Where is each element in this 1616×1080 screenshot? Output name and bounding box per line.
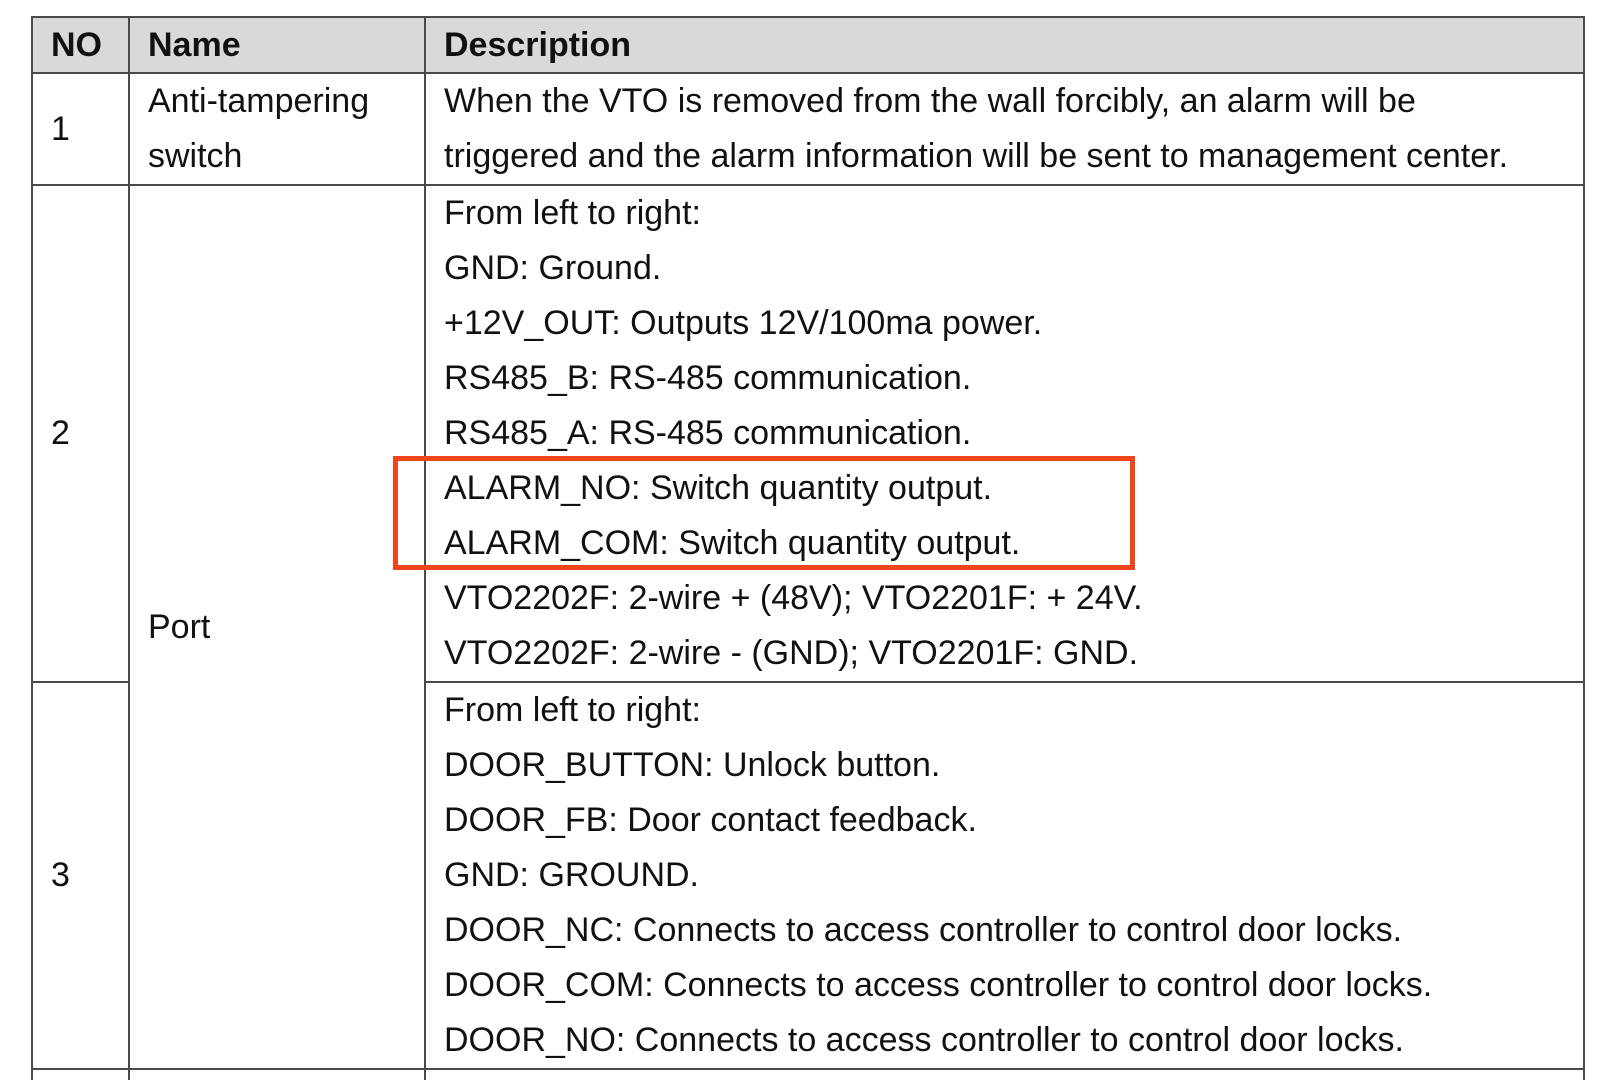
row-number: 2 — [31, 184, 130, 683]
description-line: triggered and the alarm information will… — [444, 137, 1509, 175]
port-description-table: NO Name Description 1 Anti-tampering swi… — [31, 16, 1585, 1080]
description-line: DOOR_BUTTON: Unlock button. — [444, 746, 941, 784]
row-name-label: Port — [148, 607, 211, 646]
header-no: NO — [31, 16, 130, 74]
row-description: When the VTO is removed from the wall fo… — [424, 72, 1585, 186]
description-line: ALARM_NO: Switch quantity output. — [444, 469, 993, 507]
table-row: 2 Port From left to right: GND: Ground. … — [31, 184, 1585, 1070]
partial-cell — [128, 1068, 426, 1080]
description-line: VTO2202F: 2-wire - (GND); VTO2201F: GND. — [444, 634, 1139, 672]
row-name-port: Port — [128, 184, 426, 1070]
description-line: From left to right: — [444, 691, 701, 729]
description-line: ALARM_COM: Switch quantity output. — [444, 524, 1021, 562]
description-line: DOOR_COM: Connects to access controller … — [444, 966, 1433, 1004]
row-description: From left to right: DOOR_BUTTON: Unlock … — [424, 681, 1585, 1070]
row-name-line: switch — [148, 137, 243, 175]
description-line: When the VTO is removed from the wall fo… — [444, 82, 1416, 120]
description-line: RS485_A: RS-485 communication. — [444, 414, 972, 452]
header-description: Description — [424, 16, 1585, 74]
table-row: 3 From left to right: DOOR_BUTTON: Unloc… — [31, 681, 1585, 1070]
header-name: Name — [128, 16, 426, 74]
row-description: From left to right: GND: Ground. +12V_OU… — [424, 184, 1585, 683]
row-name: Anti-tampering switch — [128, 72, 426, 186]
row-number: 3 — [31, 681, 130, 1070]
description-line: DOOR_NC: Connects to access controller t… — [444, 911, 1403, 949]
description-line: RS485_B: RS-485 communication. — [444, 359, 972, 397]
table-row: 1 Anti-tampering switch When the VTO is … — [31, 72, 1585, 186]
partial-cell — [31, 1068, 130, 1080]
row-number: 1 — [31, 72, 130, 186]
partial-cell — [424, 1068, 1585, 1080]
table-row-partial — [31, 1068, 1585, 1080]
description-line: GND: Ground. — [444, 249, 662, 287]
row-name-line: Anti-tampering — [148, 82, 370, 120]
description-line: From left to right: — [444, 194, 701, 232]
description-line: VTO2202F: 2-wire + (48V); VTO2201F: + 24… — [444, 579, 1143, 617]
description-line: DOOR_NO: Connects to access controller t… — [444, 1021, 1404, 1059]
description-line: GND: GROUND. — [444, 856, 699, 894]
table-header-row: NO Name Description — [31, 16, 1585, 74]
description-line: DOOR_FB: Door contact feedback. — [444, 801, 977, 839]
description-line: +12V_OUT: Outputs 12V/100ma power. — [444, 304, 1043, 342]
